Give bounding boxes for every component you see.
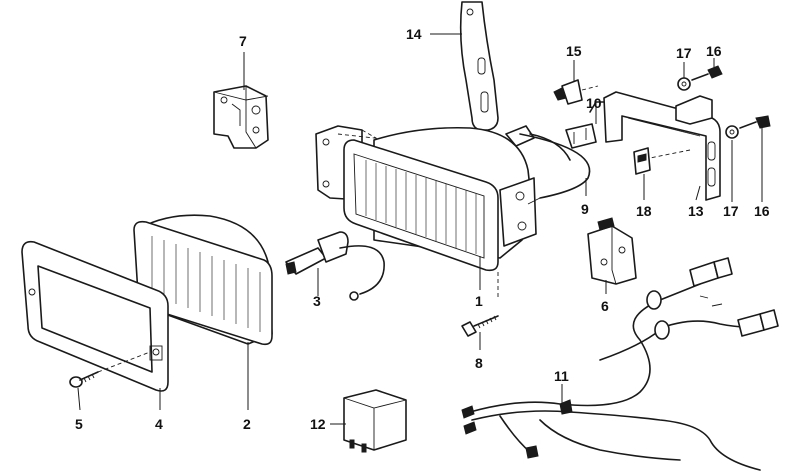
part-11-wiring-harness[interactable]: [461, 257, 779, 471]
part-18-clip[interactable]: [633, 147, 651, 175]
part-15-plug[interactable]: [553, 79, 599, 105]
part-2-lens-insert[interactable]: [133, 214, 273, 346]
callout-17-upper: 17: [676, 45, 692, 61]
part-7-bracket[interactable]: [213, 85, 269, 149]
part-10-clip[interactable]: [565, 101, 613, 149]
part-12-relay[interactable]: [343, 389, 407, 453]
callout-labels: 1 2 3 4 5 6 7 8 9 10 11 12 13 14 15 16 1…: [75, 26, 770, 432]
callout-3: 3: [313, 293, 321, 309]
part-17-washer-lower[interactable]: [725, 125, 739, 139]
callout-15: 15: [566, 43, 582, 59]
part-4-trim-frame[interactable]: [21, 240, 169, 392]
part-3-bulb-socket[interactable]: [285, 231, 385, 301]
callout-5: 5: [75, 416, 83, 432]
callout-6: 6: [601, 298, 609, 314]
callout-11: 11: [554, 368, 569, 384]
callout-2: 2: [243, 416, 251, 432]
callout-14: 14: [406, 26, 422, 42]
callout-12: 12: [310, 416, 326, 432]
leader-lines: [77, 33, 763, 425]
callout-1: 1: [475, 293, 483, 309]
part-6-bracket[interactable]: [587, 217, 637, 285]
callout-8: 8: [475, 355, 483, 371]
part-13-side-bracket[interactable]: [603, 91, 721, 201]
part-8-adjusting-screw[interactable]: [461, 315, 499, 337]
callout-18: 18: [636, 203, 652, 219]
part-16-bolt-lower[interactable]: [739, 115, 771, 129]
callout-16-upper: 16: [706, 43, 722, 59]
callout-17-lower: 17: [723, 203, 739, 219]
callout-13: 13: [688, 203, 704, 219]
part-1-fog-light-housing[interactable]: [315, 125, 571, 300]
callout-16-lower: 16: [754, 203, 770, 219]
callout-9: 9: [581, 201, 589, 217]
part-14-mounting-strap[interactable]: [459, 1, 499, 131]
part-5-screw[interactable]: [69, 351, 151, 388]
part-9-cable[interactable]: [519, 133, 591, 205]
part-17-washer-upper[interactable]: [677, 77, 691, 91]
callout-7: 7: [239, 33, 247, 49]
part-16-bolt-upper[interactable]: [691, 65, 723, 81]
callout-10: 10: [586, 95, 602, 111]
callout-4: 4: [155, 416, 163, 432]
